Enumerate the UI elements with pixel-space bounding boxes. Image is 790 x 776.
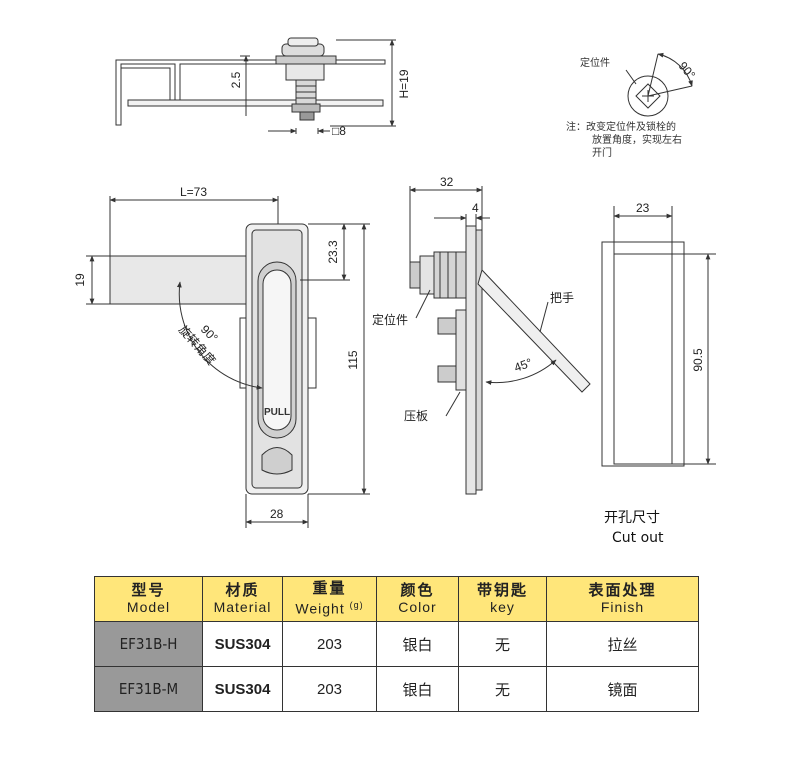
positioner-detail [625, 52, 693, 117]
cell-finish: 镜面 [546, 666, 699, 712]
side-view [409, 186, 591, 495]
cutout-title-zh: 开孔尺寸 [604, 510, 660, 526]
dim-32: 32 [440, 175, 454, 189]
dim-23-3: 23.3 [326, 240, 340, 264]
table-row: EF31B-H SUS304 203 银白 无 拉丝 [94, 621, 699, 667]
note-line-1: 注：改变定位件及锁栓的 [566, 120, 676, 133]
cell-material: SUS304 [202, 666, 283, 712]
technical-drawing: H=19 2.5 □8 定位件 90° 注：改变定位件及锁栓的 放置角度，实现左… [73, 37, 716, 546]
cell-finish: 拉丝 [546, 621, 699, 667]
front-view [86, 196, 370, 528]
cutout-view [601, 206, 716, 467]
dim-28: 28 [270, 507, 284, 521]
cell-color: 银白 [376, 666, 459, 712]
dim-cut-23: 23 [636, 201, 650, 215]
dim-4: 4 [472, 201, 479, 215]
cell-model: EF31B-H [94, 621, 203, 667]
dim-bar-19: 19 [73, 273, 87, 287]
cell-color: 银白 [376, 621, 459, 667]
cell-model: EF31B-M [94, 666, 203, 712]
pull-label: PULL [264, 407, 290, 418]
side-angle-45: 45° [512, 355, 534, 374]
detail-angle-90: 90° [676, 59, 699, 82]
cutout-title-en: Cut out [612, 530, 664, 546]
dim-cut-90-5: 90.5 [691, 348, 705, 372]
dim-2-5: 2.5 [229, 71, 243, 88]
detail-positioner-label: 定位件 [580, 56, 610, 69]
handle-label: 把手 [550, 291, 574, 305]
top-view [115, 37, 396, 134]
dim-l73: L=73 [180, 185, 207, 199]
dim-115: 115 [346, 350, 360, 369]
dim-h19: H=19 [397, 69, 411, 98]
cell-key: 无 [458, 666, 547, 712]
pressure-plate-label: 压板 [404, 409, 428, 423]
dim-square-8: □8 [332, 124, 346, 138]
table-row: EF31B-M SUS304 203 银白 无 镜面 [94, 666, 699, 712]
cell-weight: 203 [282, 621, 377, 667]
side-positioner-label: 定位件 [372, 312, 408, 327]
cell-weight: 203 [282, 666, 377, 712]
cell-key: 无 [458, 621, 547, 667]
note-line-2: 放置角度，实现左右 [592, 133, 682, 146]
note-line-3: 开门 [592, 146, 612, 159]
cell-material: SUS304 [202, 621, 283, 667]
